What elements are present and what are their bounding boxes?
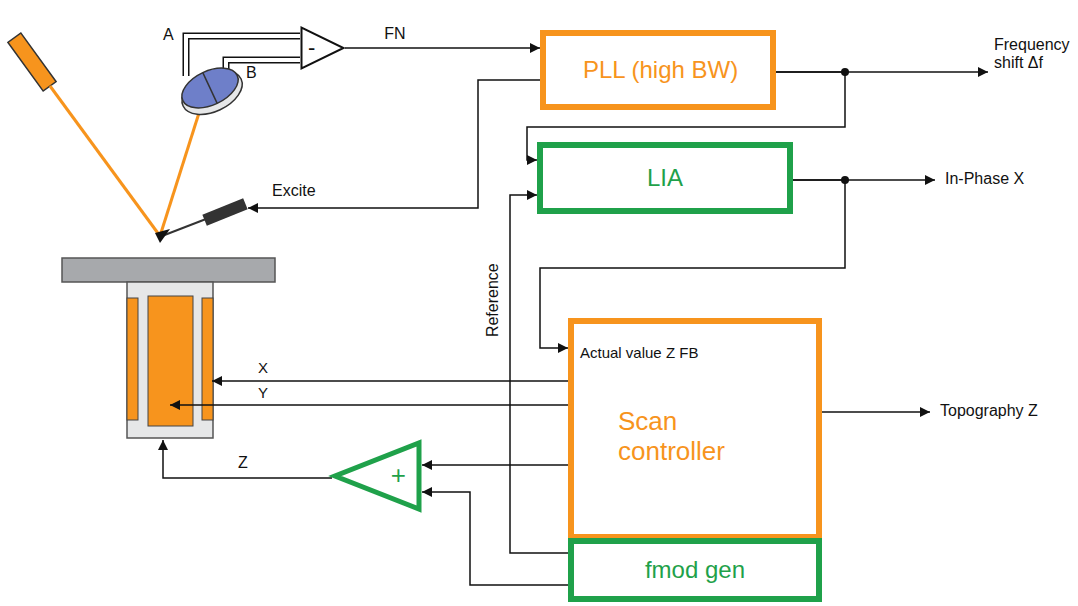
piezo-electrode xyxy=(148,296,193,426)
signal-label: A xyxy=(163,26,174,44)
node-label: PLL (high BW) xyxy=(583,56,738,84)
signal-label: Z xyxy=(238,454,248,472)
wire-a-core xyxy=(186,36,300,76)
amplifier-outline xyxy=(302,28,344,69)
signal-connector xyxy=(345,47,540,49)
signal-connector xyxy=(422,464,568,466)
scanner-tube xyxy=(127,282,213,438)
photodiode xyxy=(174,59,249,123)
y-wire xyxy=(170,404,568,406)
excite-wire xyxy=(248,80,540,208)
node-label: - xyxy=(308,35,315,60)
amplifier-outline xyxy=(335,443,419,509)
node-heading: Actual value Z FB xyxy=(580,344,698,361)
amplifier-triangle xyxy=(332,440,422,512)
laser xyxy=(8,33,56,91)
cantilever-tip xyxy=(155,229,170,243)
signal-connector xyxy=(510,195,568,553)
subtractor-amp: - xyxy=(300,26,345,70)
cantilever-chip xyxy=(202,198,247,226)
piezo-electrode xyxy=(202,298,213,420)
node-label: LIA xyxy=(647,164,683,192)
node-label: + xyxy=(391,461,406,491)
lia-box: LIA xyxy=(537,142,793,214)
node-label: fmod gen xyxy=(645,556,745,584)
signal-connector xyxy=(422,492,568,585)
sample-plate xyxy=(62,258,275,282)
laser-beam xyxy=(50,86,160,236)
edge-label: FN xyxy=(382,25,407,43)
signal-label: Excite xyxy=(272,182,316,200)
amplifier-triangle xyxy=(300,26,345,70)
signal-label: In-Phase X xyxy=(945,170,1024,188)
z-wire xyxy=(163,440,332,478)
piezo-electrode xyxy=(127,298,138,420)
fmod-generator-box: fmod gen xyxy=(568,538,822,602)
scan-controller-box: Actual value Z FB Scan controller xyxy=(568,318,822,540)
wire-a xyxy=(186,36,300,76)
edge-label: Reference xyxy=(484,261,502,339)
output-wire xyxy=(822,411,930,413)
signal-label: X xyxy=(258,359,268,376)
signal-label: Y xyxy=(258,384,268,401)
pll-box: PLL (high BW) xyxy=(540,30,776,110)
signal-label: Topography Z xyxy=(940,402,1038,420)
x-wire xyxy=(212,380,568,382)
summing-amp: + xyxy=(332,440,422,512)
cantilever-beam xyxy=(162,219,206,236)
reflected-beam xyxy=(160,94,205,236)
signal-label: B xyxy=(246,64,257,82)
node-label: Scan controller xyxy=(618,407,768,467)
signal-label: Frequency shift Δf xyxy=(994,36,1074,73)
